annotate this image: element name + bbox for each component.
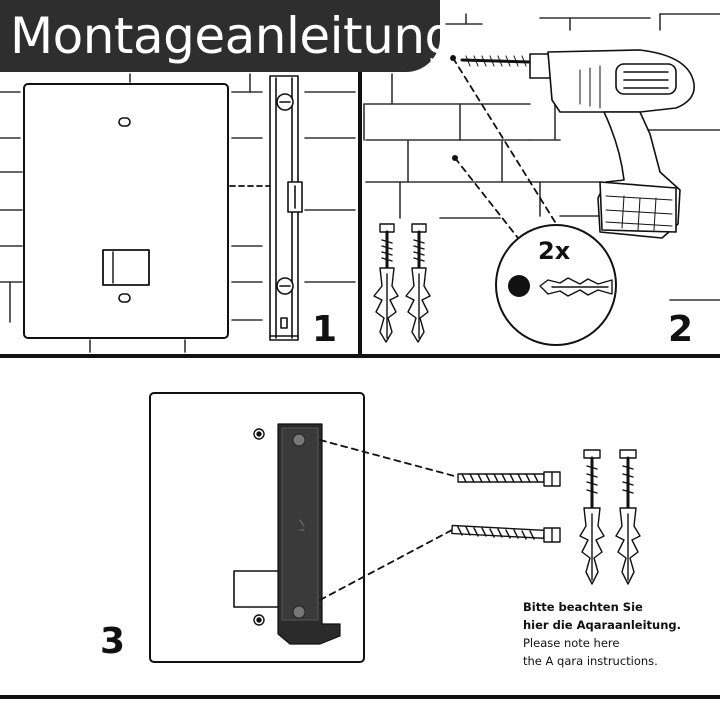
brick-wall-panel-2 [363, 13, 720, 301]
wall-plug-icon [579, 507, 641, 585]
screw-icon [379, 223, 427, 270]
note-line-en-1: Please note here [523, 636, 620, 650]
screw-icon [583, 449, 637, 510]
panel-dividers [0, 68, 720, 699]
template-screw-marks [253, 428, 265, 626]
note-line-de-1: Bitte beachten Sie [523, 600, 643, 614]
step-number-1: 1 [312, 309, 338, 350]
bracket-guide-dashes [319, 439, 459, 601]
template-cutout [233, 570, 281, 608]
step-number-3: 3 [100, 621, 126, 662]
brick-wall-panel-1 [0, 73, 356, 353]
note-line-de-2: hier die Aqaraanleitung. [523, 618, 682, 632]
page-title: Montageanleitung [10, 7, 456, 65]
spirit-level-icon [269, 75, 303, 341]
wall-plug-icon [373, 267, 431, 343]
drill-hole-icon [508, 275, 530, 297]
instructions-note: Bitte beachten Sie hier die Aqaraanleitu… [523, 598, 713, 670]
mounting-bracket-icon [277, 423, 341, 645]
callout-guide-dashes [452, 57, 561, 239]
step-number-2: 2 [668, 309, 694, 350]
title-banner: Montageanleitung [0, 0, 456, 72]
mounting-template-plate [23, 83, 229, 339]
note-line-en-2: the A qara instructions. [523, 654, 658, 668]
wall-plug-icon [539, 277, 613, 297]
quantity-label: 2x [538, 237, 571, 265]
screw-icon [451, 471, 561, 543]
drill-icon [460, 49, 695, 239]
